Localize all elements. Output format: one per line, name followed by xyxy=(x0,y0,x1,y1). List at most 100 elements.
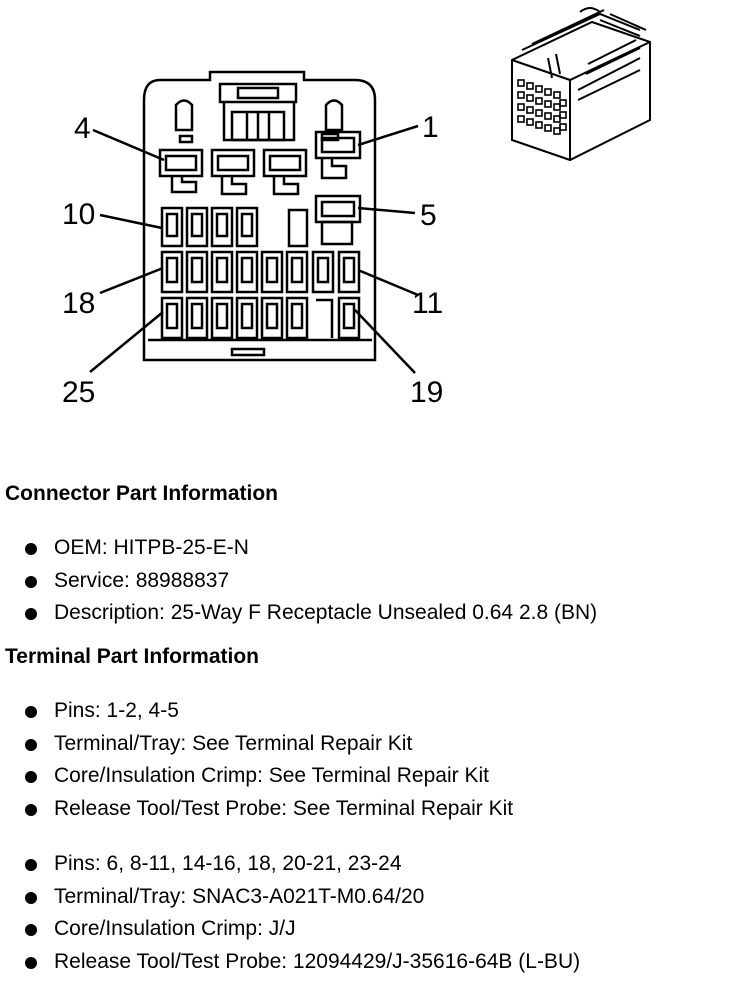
leader-25 xyxy=(89,311,164,373)
bullet-icon xyxy=(25,771,37,784)
post-base-left xyxy=(178,134,194,144)
connector-info-item: Service: 88988837 xyxy=(0,565,597,598)
small-cavity xyxy=(285,296,309,340)
small-cavity xyxy=(337,296,361,340)
connector-diagram: 4 10 18 25 1 5 11 19 xyxy=(62,7,651,409)
cavity-3d xyxy=(553,91,561,99)
small-cavity xyxy=(285,250,309,294)
small-cavity xyxy=(185,296,209,340)
small-cavity xyxy=(235,206,259,248)
small-cavity xyxy=(311,250,335,294)
cavity-3d xyxy=(553,115,561,123)
cavity-3d xyxy=(517,91,525,99)
small-cavity xyxy=(210,296,234,340)
terminal-info-item-text: Pins: 6, 8-11, 14-16, 18, 20-21, 23-24 xyxy=(54,852,402,875)
cavity-3d xyxy=(526,106,534,114)
bullet-icon xyxy=(25,738,37,751)
terminal-info-item-text: Terminal/Tray: See Terminal Repair Kit xyxy=(54,731,413,755)
cavity-3d xyxy=(544,88,552,96)
cavity-3 xyxy=(210,148,256,196)
pin-label-25: 25 xyxy=(62,376,95,409)
terminal-info-item-text: Release Tool/Test Probe: See Terminal Re… xyxy=(54,796,514,820)
bullet-icon xyxy=(25,706,37,718)
cavity-3d xyxy=(544,112,552,120)
connector-info-item-text: Description: 25-Way F Receptacle Unseale… xyxy=(54,601,598,625)
cavity-1 xyxy=(314,130,362,180)
connector-info-item: Description: 25-Way F Receptacle Unseale… xyxy=(0,597,597,630)
cavity-3d xyxy=(553,103,561,111)
cavity-2 xyxy=(262,148,308,196)
leader-18 xyxy=(99,266,164,295)
cavity-3d xyxy=(559,99,567,107)
leader-19 xyxy=(354,309,416,374)
small-cavity xyxy=(210,250,234,294)
cavity-3d xyxy=(517,79,525,87)
connector-housing xyxy=(142,70,377,362)
connector-latch xyxy=(218,82,298,142)
cavity-3d xyxy=(553,127,561,135)
cavity-3d xyxy=(535,85,543,93)
small-cavity xyxy=(185,206,209,248)
cavity-3d xyxy=(559,123,567,131)
leader-4 xyxy=(92,128,165,162)
pin-label-5: 5 xyxy=(420,199,437,232)
blank-cavity xyxy=(287,208,309,248)
pin-label-10: 10 xyxy=(62,198,95,231)
pin-label-4: 4 xyxy=(74,112,91,145)
terminal-info-item: Core/Insulation Crimp: J/J xyxy=(0,913,580,946)
terminal-info-item-text: Pins: 1-2, 4-5 xyxy=(54,699,179,722)
bullet-icon xyxy=(25,543,37,555)
small-cavity xyxy=(160,250,184,294)
terminal-info-item: Pins: 6, 8-11, 14-16, 18, 20-21, 23-24 xyxy=(0,848,580,881)
cavity-3d xyxy=(526,118,534,126)
terminal-info-item: Terminal/Tray: See Terminal Repair Kit xyxy=(0,728,513,761)
pin-label-1: 1 xyxy=(422,111,439,144)
small-cavity xyxy=(160,206,184,248)
pin-label-19: 19 xyxy=(410,376,443,409)
cavity-3d xyxy=(535,121,543,129)
housing-bottom-tab xyxy=(230,347,266,357)
leader-10 xyxy=(99,213,163,230)
callout-lines xyxy=(89,124,419,374)
bullet-icon xyxy=(25,956,37,969)
cavity-4 xyxy=(158,148,204,194)
leader-5 xyxy=(357,206,416,215)
connector-info-item: OEM: HITPB-25-E-N xyxy=(0,532,597,565)
pin-label-18: 18 xyxy=(62,287,95,320)
bullet-icon xyxy=(25,891,37,904)
bullet-icon xyxy=(25,924,37,937)
cavity-3d xyxy=(544,100,552,108)
cavity-3d xyxy=(526,94,534,102)
terminal-info-item-text: Core/Insulation Crimp: See Terminal Repa… xyxy=(54,764,489,788)
terminal-info-item: Terminal/Tray: SNAC3-A021T-M0.64/20 xyxy=(0,881,580,914)
cavity-3d xyxy=(535,97,543,105)
connector-info-item-text: OEM: HITPB-25-E-N xyxy=(54,536,249,559)
terminal-info-item: Release Tool/Test Probe: 12094429/J-3561… xyxy=(0,946,580,979)
guide-post-left xyxy=(174,99,194,132)
terminal-section-title: Terminal Part Information xyxy=(5,645,259,668)
cavity-3d xyxy=(544,124,552,132)
small-cavity xyxy=(260,296,284,340)
cavity-3d xyxy=(559,111,567,119)
bullet-icon xyxy=(25,608,37,621)
small-cavity xyxy=(235,250,259,294)
connector-3d-cavities xyxy=(517,79,567,135)
terminal-info-item-text: Release Tool/Test Probe: 12094429/J-3561… xyxy=(54,949,581,973)
terminal-info-item-text: Terminal/Tray: SNAC3-A021T-M0.64/20 xyxy=(54,884,425,908)
large-cavities xyxy=(158,130,362,246)
leader-11 xyxy=(357,268,419,297)
leader-1 xyxy=(357,124,419,147)
small-cavity xyxy=(210,206,234,248)
bullet-icon xyxy=(25,575,37,588)
cavity-5 xyxy=(314,194,362,246)
connector-3d-view xyxy=(511,7,651,162)
guide-post-right xyxy=(324,99,344,132)
pin-label-11: 11 xyxy=(412,287,443,320)
small-cavity xyxy=(235,296,259,340)
small-cavities xyxy=(160,206,361,340)
small-cavity xyxy=(160,296,184,340)
terminal-info-item: Release Tool/Test Probe: See Terminal Re… xyxy=(0,793,513,826)
